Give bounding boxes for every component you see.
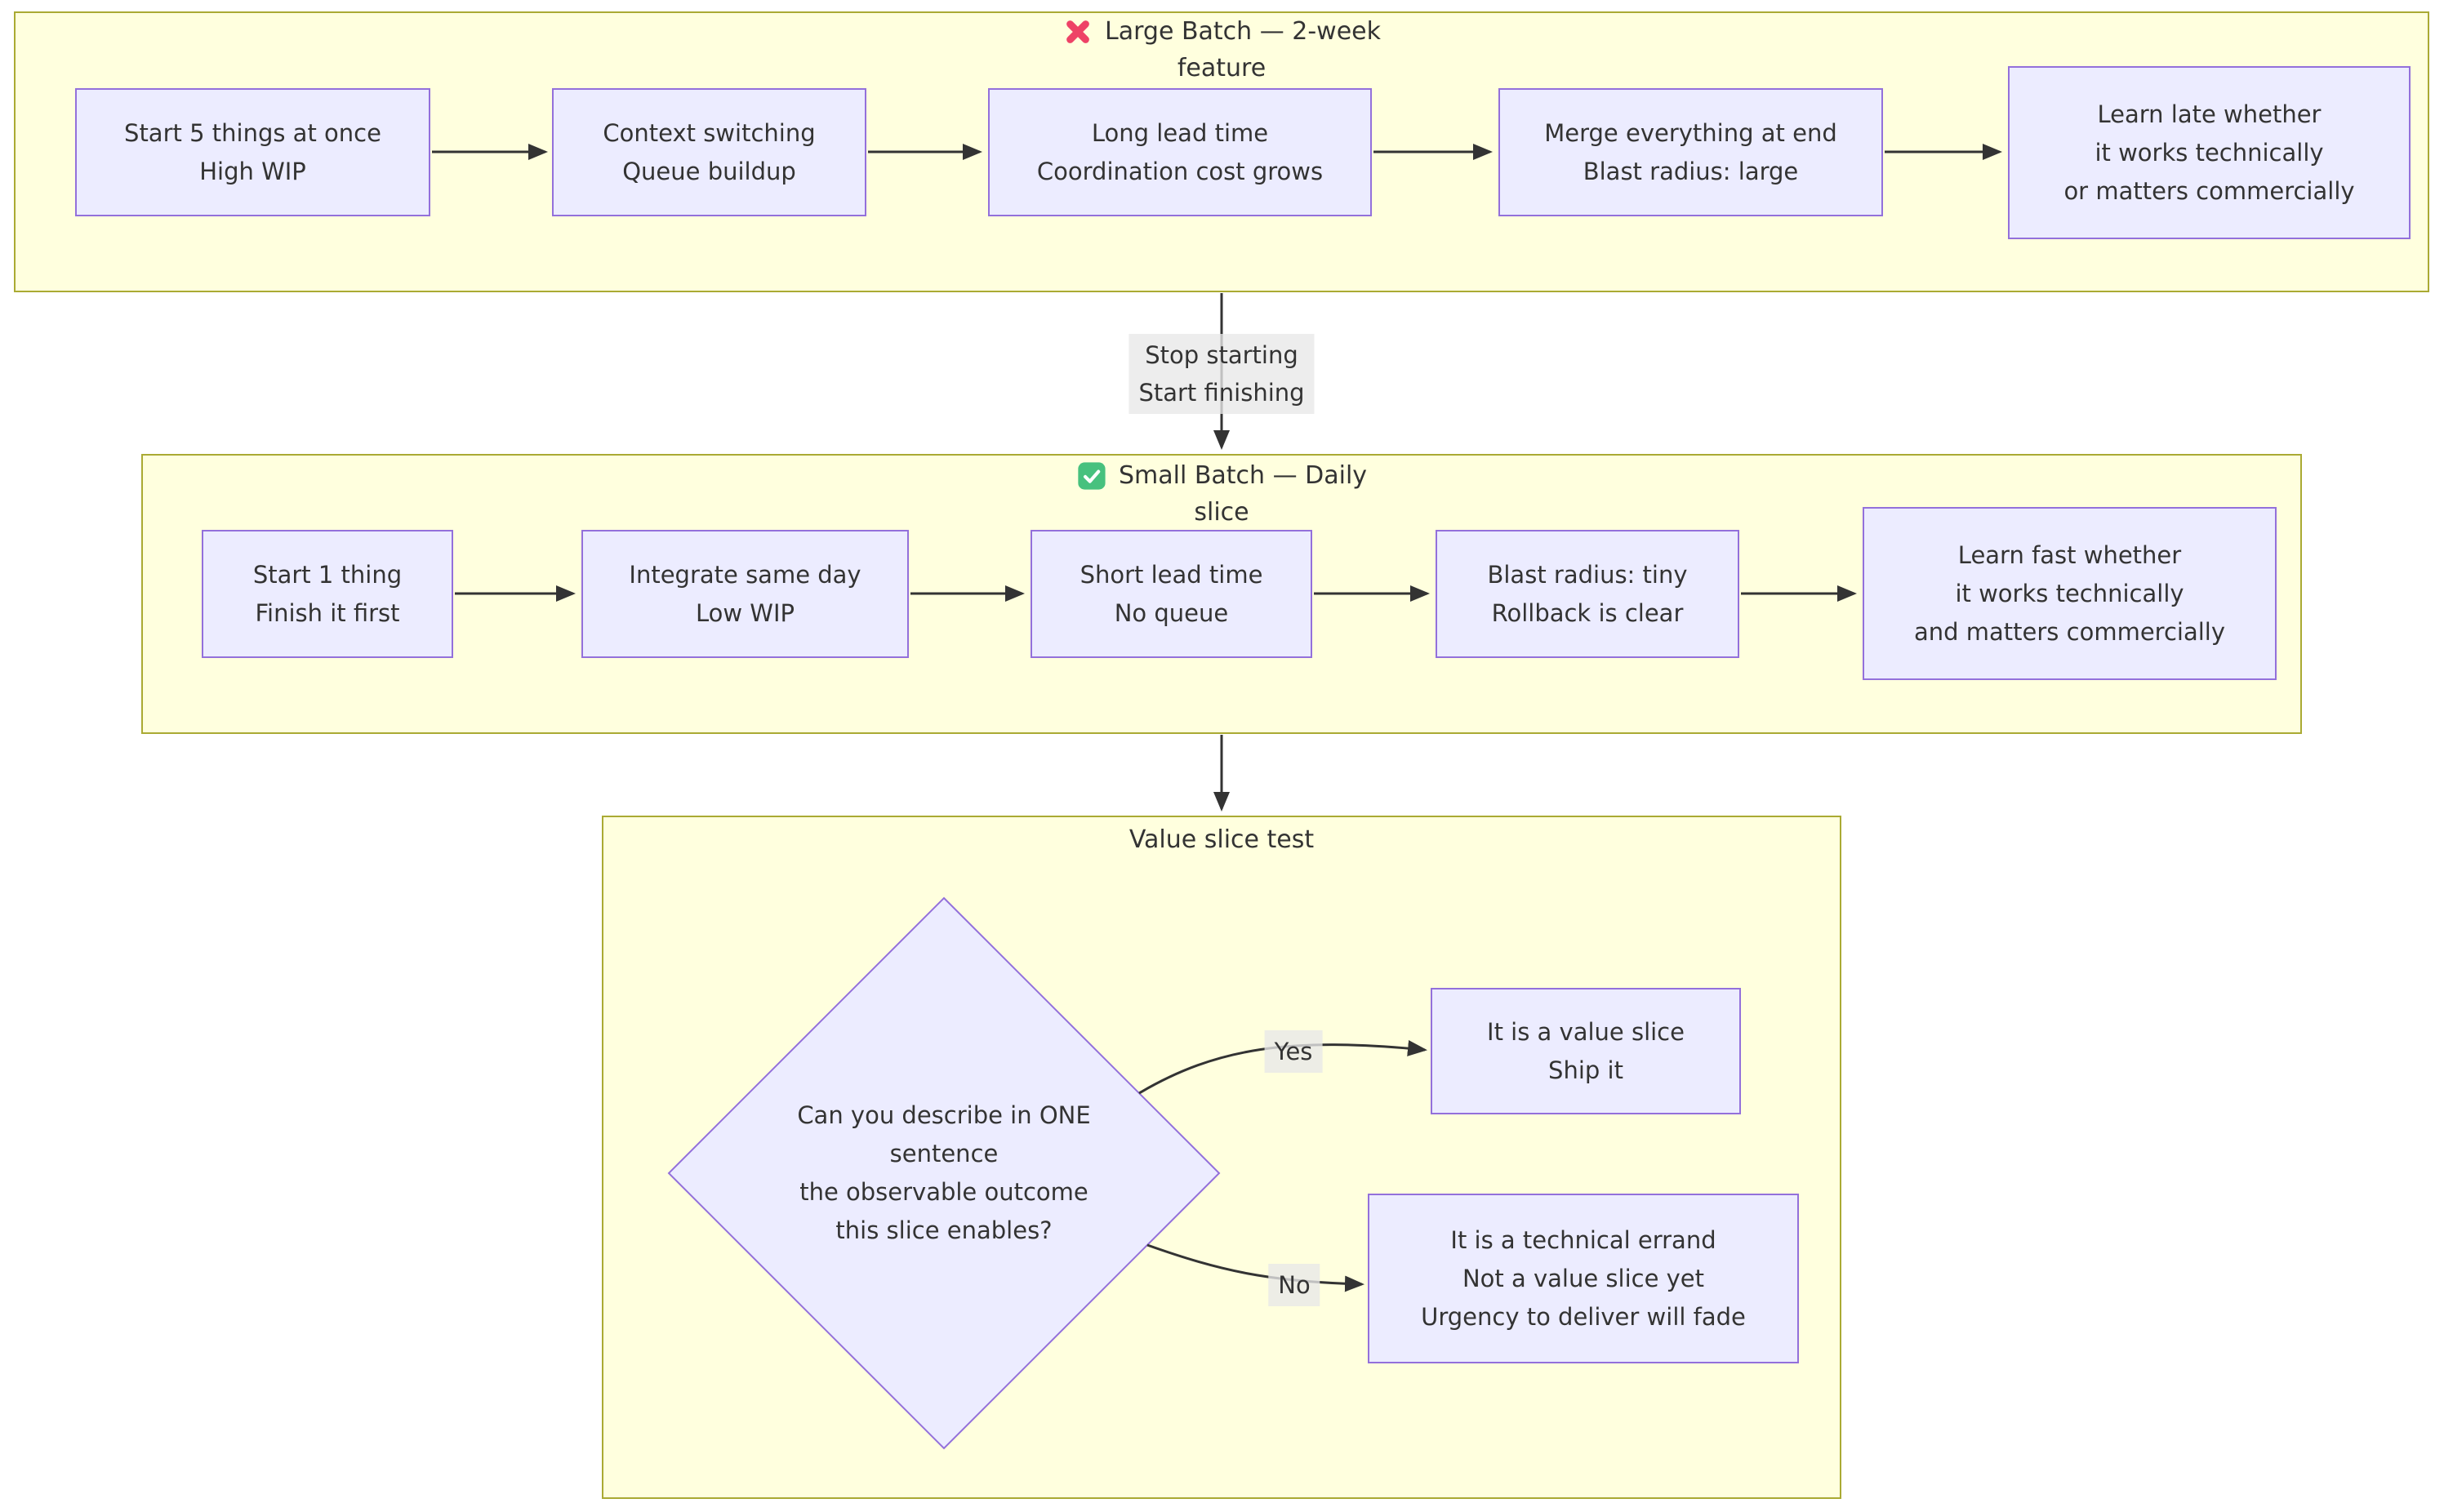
- node-merge-everything: Merge everything at end Blast radius: la…: [1498, 88, 1883, 216]
- edge-label-no: No: [1268, 1264, 1320, 1306]
- node-line: Finish it first: [255, 598, 400, 627]
- section-title-large-batch: Large Batch — 2-week feature: [1062, 13, 1381, 87]
- node-short-lead-time: Short lead time No queue: [1031, 530, 1312, 658]
- decision-line: this slice enables?: [835, 1216, 1053, 1244]
- section-title-text: Small Batch — Daily: [1118, 461, 1368, 490]
- section-title-text: Value slice test: [1129, 825, 1315, 854]
- node-line: No queue: [1114, 598, 1229, 627]
- node-line: Learn late whether: [2097, 100, 2322, 128]
- node-integrate-same-day: Integrate same day Low WIP: [581, 530, 909, 658]
- node-context-switching: Context switching Queue buildup: [552, 88, 866, 216]
- node-value-slice-ship-it: It is a value slice Ship it: [1431, 988, 1741, 1114]
- node-line: Learn fast whether: [1957, 540, 2182, 569]
- node-learn-late: Learn late whether it works technically …: [2008, 66, 2411, 239]
- edge-arrow-yes: [1138, 1040, 1427, 1095]
- node-line: Not a value slice yet: [1462, 1264, 1705, 1292]
- node-line: Rollback is clear: [1491, 598, 1684, 627]
- node-line: Blast radius: large: [1583, 157, 1799, 185]
- node-learn-fast: Learn fast whether it works technically …: [1863, 507, 2277, 680]
- section-title-text: slice: [1194, 498, 1249, 527]
- node-line: it works technically: [1955, 579, 2184, 607]
- edge-label-stop-starting: Stop starting Start finishing: [1129, 334, 1315, 414]
- edge-label-line: Stop starting: [1145, 341, 1298, 369]
- node-line: It is a value slice: [1487, 1017, 1685, 1046]
- node-line: Start 5 things at once: [124, 118, 381, 147]
- node-technical-errand: It is a technical errand Not a value sli…: [1368, 1194, 1799, 1363]
- edge-label-line: Start finishing: [1138, 379, 1305, 407]
- node-line: Low WIP: [695, 598, 795, 627]
- node-line: Urgency to deliver will fade: [1421, 1302, 1746, 1331]
- node-line: Short lead time: [1080, 560, 1263, 589]
- node-line: Queue buildup: [622, 157, 796, 185]
- section-title-small-batch: Small Batch — Daily slice: [1076, 457, 1367, 531]
- node-start-5-things: Start 5 things at once High WIP: [75, 88, 430, 216]
- node-line: Coordination cost grows: [1036, 157, 1324, 185]
- section-title-text: Large Batch — 2-week: [1105, 17, 1381, 46]
- node-line: High WIP: [199, 157, 306, 185]
- node-long-lead-time: Long lead time Coordination cost grows: [988, 88, 1372, 216]
- edge-label-yes: Yes: [1264, 1030, 1323, 1073]
- decision-diamond-text: Can you describe in ONE sentence the obs…: [699, 1096, 1189, 1250]
- node-line: Long lead time: [1091, 118, 1269, 147]
- edge-arrow-no: [1146, 1243, 1364, 1292]
- node-line: it works technically: [2095, 138, 2324, 167]
- node-line: Ship it: [1548, 1056, 1623, 1084]
- node-line: It is a technical errand: [1450, 1225, 1716, 1254]
- node-line: or matters commercially: [2063, 176, 2355, 205]
- node-line: Start 1 thing: [252, 560, 403, 589]
- cross-mark-icon: [1062, 16, 1093, 47]
- section-title-text: feature: [1177, 54, 1267, 82]
- node-line: Context switching: [603, 118, 816, 147]
- node-blast-radius-tiny: Blast radius: tiny Rollback is clear: [1436, 530, 1739, 658]
- decision-line: sentence: [889, 1140, 999, 1167]
- node-line: Blast radius: tiny: [1487, 560, 1688, 589]
- node-start-1-thing: Start 1 thing Finish it first: [202, 530, 453, 658]
- section-title-value-test: Value slice test: [1129, 821, 1314, 858]
- node-line: Merge everything at end: [1544, 118, 1837, 147]
- node-line: Integrate same day: [629, 560, 861, 589]
- decision-diamond-shape: [667, 896, 1221, 1450]
- check-mark-icon: [1076, 460, 1107, 491]
- decision-line: Can you describe in ONE: [797, 1101, 1091, 1129]
- node-line: and matters commercially: [1914, 617, 2225, 646]
- decision-line: the observable outcome: [799, 1178, 1088, 1206]
